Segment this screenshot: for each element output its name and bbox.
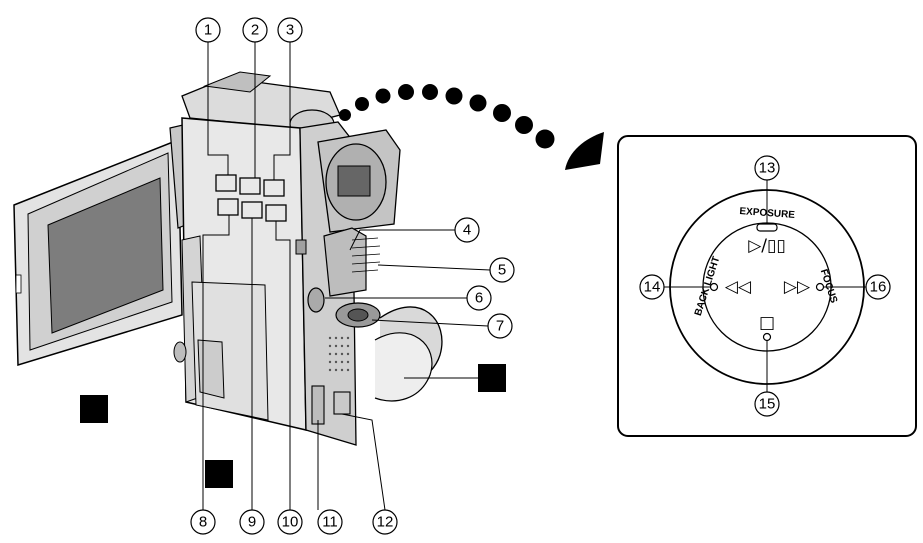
- callout-7: 7: [496, 318, 504, 335]
- number-callouts: [190, 17, 891, 535]
- lcd-screen: [47, 177, 164, 334]
- power-switch: [323, 227, 367, 297]
- stop-icon: □: [759, 313, 775, 333]
- callout-numbers: 1 2 3 4 5 6 7 8 9 10 11 12 13 14 15 16: [199, 22, 887, 531]
- rewind-icon: ◁◁: [725, 277, 752, 297]
- marker-strap: [478, 364, 506, 392]
- speaker-grille: [328, 336, 350, 372]
- callout-13: 13: [759, 160, 776, 177]
- callout-5: 5: [498, 262, 506, 279]
- black-square-markers: [80, 364, 506, 488]
- callout-11: 11: [322, 514, 338, 531]
- callout-10: 10: [282, 514, 299, 531]
- callout-15: 15: [759, 396, 776, 413]
- callout-6: 6: [475, 290, 483, 307]
- marker-lcd: [80, 395, 108, 423]
- callout-3: 3: [286, 22, 294, 39]
- zoom-arrow: [339, 84, 604, 170]
- callout-2: 2: [251, 22, 259, 39]
- callout-16: 16: [870, 279, 887, 296]
- camcorder-body: [173, 71, 443, 446]
- leader-lines: [202, 42, 491, 511]
- callout-14: 14: [644, 279, 661, 296]
- callout-1: 1: [204, 22, 212, 39]
- callout-4: 4: [463, 222, 471, 239]
- marker-cover: [205, 460, 233, 488]
- play-pause-icon: ▷/▯▯: [748, 236, 786, 256]
- fast-forward-icon: ▷▷: [784, 277, 811, 297]
- callout-8: 8: [199, 514, 207, 531]
- callout-12: 12: [377, 514, 394, 531]
- lcd-monitor: [13, 121, 199, 367]
- control-pad-inset: EXPOSURE BACK LIGHT FOCUS ▷/▯▯ ◁◁ ▷▷ □: [617, 135, 917, 437]
- battery-release: [311, 385, 325, 425]
- callout-9: 9: [248, 514, 256, 531]
